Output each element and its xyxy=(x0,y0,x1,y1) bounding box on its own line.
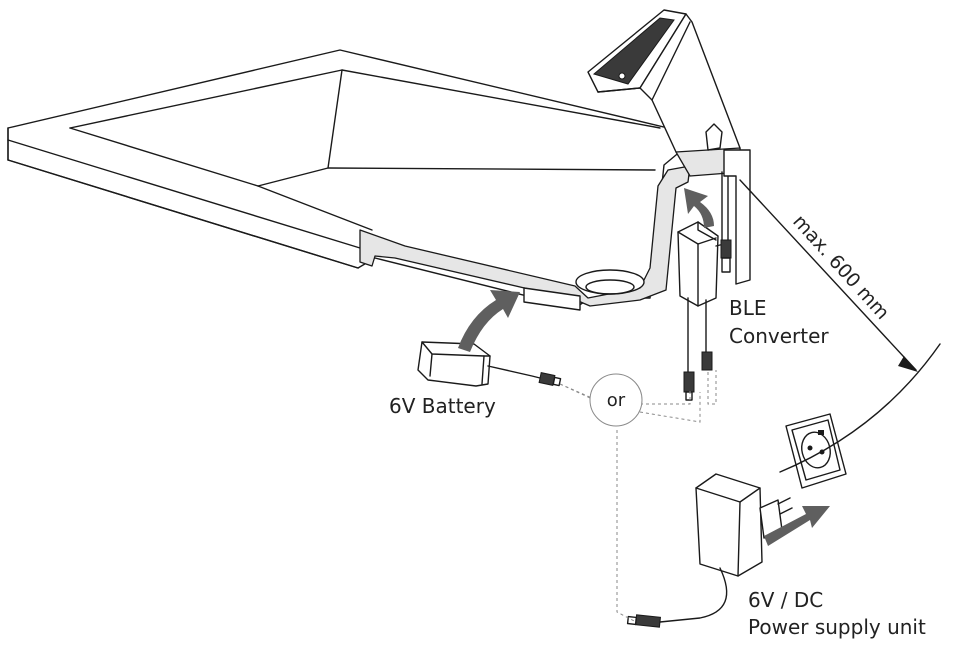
connection-lines xyxy=(559,370,717,623)
hand-sensor-icon xyxy=(705,123,723,151)
battery-label: 6V Battery xyxy=(389,394,496,418)
psu-plug-arrow xyxy=(764,506,830,546)
washbasin xyxy=(7,49,683,309)
ble-label-line2: Converter xyxy=(729,324,829,348)
battery-pack xyxy=(417,341,562,387)
wall-socket xyxy=(785,413,847,489)
sensor-faucet xyxy=(587,9,751,285)
converter-install-arrow xyxy=(684,188,714,228)
install-arrows xyxy=(458,188,830,546)
or-label: or xyxy=(607,390,626,411)
basin-cross-section xyxy=(359,165,691,311)
psu-label-line2: Power supply unit xyxy=(748,615,926,639)
ble-converter xyxy=(677,221,732,401)
battery-mount xyxy=(523,287,581,311)
battery-install-arrow xyxy=(458,290,520,352)
power-supply-unit xyxy=(626,473,793,628)
or-choice-badge: or xyxy=(589,373,643,427)
ble-label-line1: BLE xyxy=(729,296,767,320)
drain-hole xyxy=(575,269,645,295)
psu-label-line1: 6V / DC xyxy=(748,588,823,612)
max-distance-label: max. 600 mm xyxy=(788,211,893,324)
